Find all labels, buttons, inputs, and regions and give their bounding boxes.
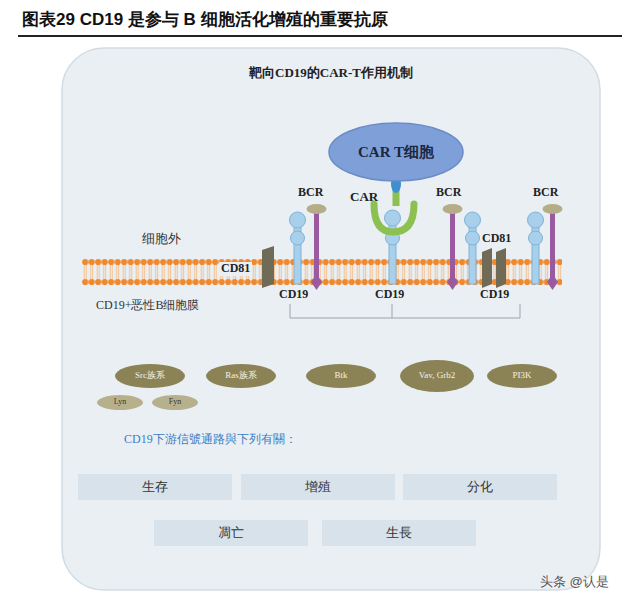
kinase-oval: Fyn [151, 394, 199, 411]
region-label: 细胞外 [142, 232, 181, 247]
node-label: PI3K [512, 371, 531, 381]
panel-ground [62, 48, 600, 590]
cd19-protein [290, 210, 544, 284]
title-rule [18, 35, 622, 37]
signal-molecule: PI3K [486, 363, 558, 389]
receptor-label: BCR [436, 186, 461, 200]
watermark: 头条 @认是 [540, 575, 609, 590]
signal-molecule: Src族系 [114, 363, 186, 389]
signal-molecule: Vav, Grb2 [399, 359, 475, 393]
outcome-box: 生存 [78, 474, 232, 500]
outcome-box: 生長 [322, 520, 476, 546]
outcome-box: 增殖 [241, 474, 395, 500]
node-label: 生長 [386, 524, 412, 542]
node-label: 生存 [142, 478, 168, 496]
car-receptor [374, 175, 414, 232]
ellipse-shape [97, 395, 143, 410]
node-label: Vav, Grb2 [419, 371, 455, 381]
node-label: CAR T细胞 [358, 144, 434, 161]
receptor-label: CAR [350, 190, 378, 205]
protein-label: CD81 [482, 232, 511, 246]
node-label: Lyn [114, 398, 126, 407]
receptor-label: BCR [533, 186, 558, 200]
membrane-label: CD19+恶性B细胞膜 [96, 299, 199, 313]
node-label: 增殖 [305, 478, 331, 496]
outcome-box: 凋亡 [154, 520, 308, 546]
node-label: 分化 [467, 478, 493, 496]
bracket [290, 304, 520, 318]
panel-heading: 靶向CD19的CAR-T作用机制 [62, 48, 600, 82]
node-label: Fyn [169, 398, 181, 407]
ellipse-shape [115, 364, 185, 388]
outcome-box: 分化 [403, 474, 557, 500]
protein-label: CD19 [375, 288, 404, 302]
ellipse-shape [400, 360, 474, 392]
node-label: Btk [334, 371, 347, 381]
node-label: Src族系 [135, 371, 165, 381]
ellipse-shape [306, 364, 376, 388]
receptor-label: BCR [298, 186, 323, 200]
mechanism-panel: CAR T细胞 Src族系 Ras族系 Btk Vav, Grb2 PI3K Lyn Fyn 生… [62, 48, 600, 590]
signal-molecule: Btk [305, 363, 377, 389]
note-text: CD19下游信號通路與下列有關： [124, 433, 297, 447]
figure-title: 图表29 CD19 是参与 B 细胞活化增殖的重要抗原 [22, 8, 388, 31]
ellipse-shape [152, 395, 198, 410]
protein-label: CD19 [279, 288, 308, 302]
car-t-cell: CAR T细胞 [328, 122, 464, 182]
protein-label: CD19 [480, 288, 509, 302]
node-label: Ras族系 [225, 371, 257, 381]
signal-molecule: Ras族系 [205, 363, 277, 389]
kinase-oval: Lyn [96, 394, 144, 411]
ellipse-shape [329, 123, 463, 181]
protein-label: CD81 [219, 262, 252, 276]
ellipse-shape [206, 364, 276, 388]
ellipse-shape [487, 364, 557, 388]
node-label: 凋亡 [218, 524, 244, 542]
bcr-protein [307, 204, 563, 290]
